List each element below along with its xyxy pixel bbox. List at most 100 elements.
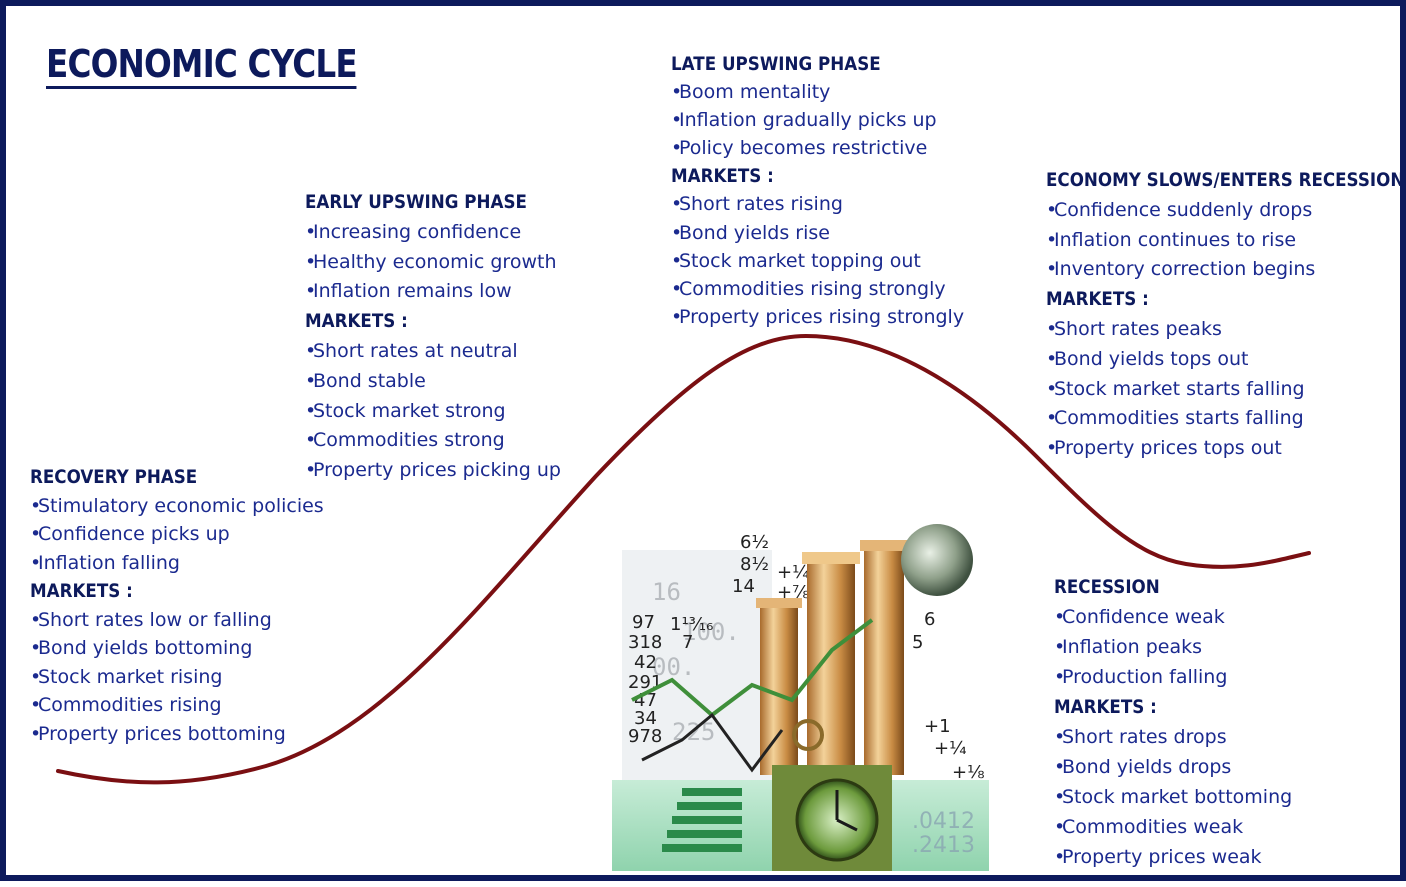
cycle-wave-line [56,333,1311,785]
bullet-icon: • [305,280,317,303]
bullet-icon: • [1054,846,1066,868]
bullet-icon: • [30,665,42,688]
bullet-icon: • [1046,258,1058,281]
list-item: •Stock market rising [30,663,324,692]
bullet-icon: • [1054,606,1066,628]
bullet-icon: • [30,722,42,745]
list-item: •Inflation gradually picks up [671,106,964,134]
illus-number: 6 [924,609,935,630]
list-item: •Short rates low or falling [30,606,324,635]
illus-number: +⅛ [952,762,985,783]
list-item: •Stock market bottoming [1054,782,1292,812]
illus-number: 14 [732,576,755,597]
phase-heading: RECESSION [1054,576,1160,598]
illus-number: 978 [628,726,662,747]
bullet-icon: • [30,608,42,631]
markets-heading: MARKETS : [30,580,133,602]
bullet-icon: • [1054,816,1066,838]
list-item: •Bond yields rise [671,219,964,247]
illus-number: .2413 [912,833,975,858]
list-item: •Short rates drops [1054,722,1292,752]
phase-late-upswing: LATE UPSWING PHASE •Boom mentality •Infl… [671,50,964,331]
bullet-icon: • [305,220,317,243]
page-title: ECONOMIC CYCLE [46,42,358,89]
list-item: •Bond yields drops [1054,752,1292,782]
list-item: •Policy becomes restrictive [671,134,964,162]
list-item: •Commodities strong [305,426,561,456]
phase-recovery: RECOVERY PHASE •Stimulatory economic pol… [30,463,324,748]
illus-number: 8½ [740,554,769,575]
list-item: •Inflation falling [30,549,324,578]
illus-number: 97 [632,612,655,633]
illus-number: .0412 [912,809,975,834]
illus-number: 42 [634,652,657,673]
list-item: •Inflation remains low [305,277,561,307]
bullet-icon: • [1046,377,1058,400]
bullet-icon: • [671,109,683,132]
bullet-icon: • [1054,636,1066,658]
economic-cycle-curve [56,333,1311,785]
list-item: •Stock market topping out [671,247,964,275]
list-item: •Property prices picking up [305,456,561,486]
svg-text:00.: 00. [652,653,695,681]
list-item: •Commodities starts falling [1046,404,1406,434]
list-item: •Inventory correction begins [1046,255,1406,285]
list-item: •Bond yields bottoming [30,634,324,663]
bullet-icon: • [671,249,683,272]
bullet-icon: • [305,250,317,273]
list-item: •Confidence picks up [30,520,324,549]
bullet-icon: • [1046,347,1058,370]
illus-number: +1 [924,716,951,737]
bullet-icon: • [1054,726,1066,748]
phase-heading: EARLY UPSWING PHASE [305,191,527,213]
list-item: •Short rates rising [671,190,964,218]
markets-heading: MARKETS : [305,310,408,333]
list-item: •Stimulatory economic policies [30,492,324,521]
bullet-icon: • [1054,756,1066,778]
list-item: •Bond stable [305,367,561,397]
list-item: •Inflation peaks [1054,632,1292,662]
bullet-icon: • [30,694,42,716]
bullet-icon: • [1046,317,1058,340]
illus-number: 34 [634,708,657,729]
phase-heading: LATE UPSWING PHASE [671,53,881,75]
markets-heading: MARKETS : [1054,696,1157,718]
list-item: •Property prices rising strongly [671,303,964,331]
finance-collage-image: 16 00. 100. 225 6½ 8½ 14 +¼ +⅞ 97 318 42… [612,490,989,871]
list-item: •Confidence weak [1054,602,1292,632]
list-item: •Boom mentality [671,78,964,106]
illus-number: 7 [682,632,693,653]
phase-economy-slows: ECONOMY SLOWS/ENTERS RECESSION •Confiden… [1046,166,1406,464]
illus-number: 318 [628,632,662,653]
illus-number: 5 [912,632,923,653]
bullet-icon: • [1054,666,1066,688]
markets-heading: MARKETS : [671,165,774,188]
bullet-icon: • [671,137,683,160]
list-item: •Stock market starts falling [1046,375,1406,405]
bullet-icon: • [30,523,42,545]
list-item: •Increasing confidence [305,218,561,248]
phase-heading: ECONOMY SLOWS/ENTERS RECESSION [1046,169,1405,191]
bullet-icon: • [305,369,317,392]
markets-heading: MARKETS : [1046,288,1149,311]
svg-text:100.: 100. [682,618,740,646]
list-item: •Production falling [1054,662,1292,692]
bullet-icon: • [671,277,683,300]
phase-heading: RECOVERY PHASE [30,466,198,488]
bullet-icon: • [671,81,683,104]
phase-early-upswing: EARLY UPSWING PHASE •Increasing confiden… [305,188,561,486]
list-item: •Property prices weak [1054,842,1292,872]
bullet-icon: • [671,305,683,328]
bullet-icon: • [305,459,317,482]
list-item: •Commodities rising [30,691,324,720]
bullet-icon: • [1046,407,1058,430]
bullet-icon: • [1046,198,1058,221]
illus-number: 1¹³⁄₁₆ [670,614,713,635]
bullet-icon: • [1054,786,1066,808]
list-item: •Stock market strong [305,397,561,427]
bullet-icon: • [30,637,42,659]
illus-number: +¼ [777,562,810,583]
illus-number: +¼ [934,738,967,759]
bullet-icon: • [30,494,42,517]
